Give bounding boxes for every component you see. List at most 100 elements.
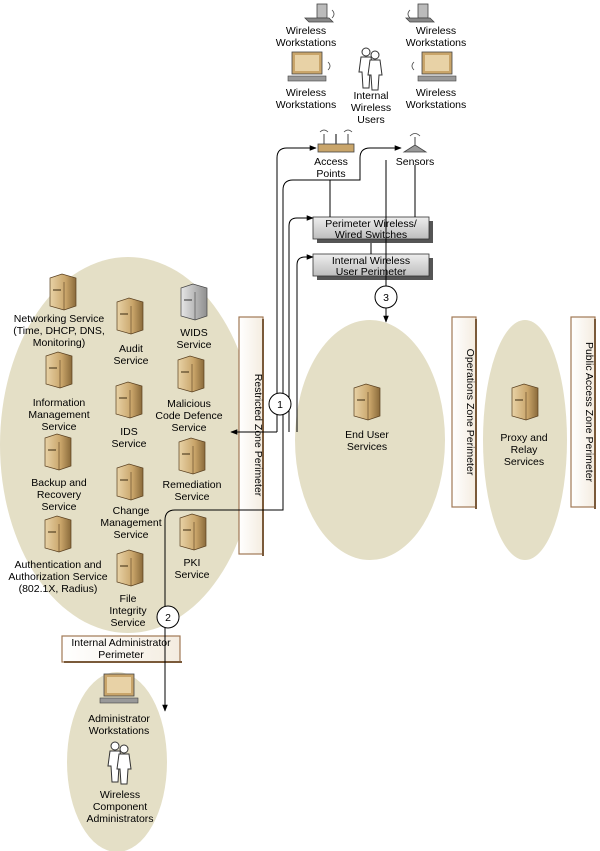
component-admins-3: Administrators [86, 813, 153, 825]
connection-lines [162, 134, 416, 712]
wireless-ws-ml-1: Wireless [286, 87, 326, 99]
wireless-ws-tr-2: Workstations [406, 37, 467, 49]
wids-1: WIDS [180, 327, 207, 339]
authn-2: Authorization Service [8, 571, 107, 583]
server-icon-authn [44, 515, 72, 553]
server-icon-remediation [178, 437, 206, 475]
server-icon-networking [49, 273, 77, 311]
proxy-relay-2: Relay [511, 444, 539, 456]
authn-1: Authentication and [15, 559, 102, 571]
networking-3: Monitoring) [33, 337, 86, 349]
authn-3: (802.1X, Radius) [19, 583, 98, 595]
server-icon-file-integrity [116, 549, 144, 587]
admin-workstations-2: Workstations [89, 725, 150, 737]
change-3: Service [113, 529, 148, 541]
restricted-zone-label: Restricted Zone Perimeter [252, 374, 264, 497]
malicious-2: Code Defence [155, 410, 222, 422]
file-integrity-1: File [120, 593, 137, 605]
admin-workstation-icon [99, 673, 139, 704]
laptop-icon-top-left [304, 3, 335, 23]
server-icon-pki [179, 513, 207, 551]
wids-2: Service [176, 339, 211, 351]
internal-user-perimeter-label-1: Internal Wireless [332, 255, 410, 267]
wireless-ws-tl-1: Wireless [286, 25, 326, 37]
server-icon-change [116, 463, 144, 501]
sensor-icon [402, 133, 428, 153]
wireless-ws-tr-1: Wireless [416, 25, 456, 37]
proxy-zone-area [483, 320, 567, 560]
users-icon-admins [107, 741, 132, 785]
pki-2: Service [174, 569, 209, 581]
operations-zone-label: Operations Zone Perimeter [464, 349, 476, 476]
marker-1: 1 [268, 392, 292, 416]
users-icon-internal [358, 47, 383, 91]
component-admins-1: Wireless [100, 789, 140, 801]
audit-1: Audit [119, 343, 143, 355]
perimeter-switches-box: Perimeter Wireless/ Wired Switches [312, 216, 433, 243]
backup-1: Backup and [31, 477, 87, 489]
sensors-label: Sensors [396, 156, 435, 168]
internal-user-perimeter-box: Internal Wireless User Perimeter [312, 253, 433, 280]
internal-admin-perimeter-label-1: Internal Administrator [71, 637, 171, 649]
server-icon-wids [180, 283, 208, 321]
end-user-services-1: End User [345, 429, 389, 441]
access-point-icon [317, 129, 355, 153]
access-points-2: Points [316, 168, 345, 180]
file-integrity-3: Service [110, 617, 145, 629]
change-1: Change [113, 505, 150, 517]
ids-2: Service [111, 438, 146, 450]
desktop-icon-middle-left [287, 51, 331, 82]
internal-admin-perimeter-label-2: Perimeter [98, 649, 144, 661]
admin-workstations-1: Administrator [88, 713, 150, 725]
server-icon-ids [115, 381, 143, 419]
malicious-1: Malicious [167, 398, 211, 410]
perimeter-switches-label-2: Wired Switches [335, 229, 407, 241]
marker-3: 3 [374, 285, 398, 309]
wireless-ws-ml-2: Workstations [276, 99, 337, 111]
laptop-icon-top-right [405, 3, 435, 23]
proxy-relay-3: Services [504, 456, 544, 468]
networking-1: Networking Service [14, 313, 105, 325]
internal-users-1: Internal [353, 90, 388, 102]
remediation-1: Remediation [163, 479, 222, 491]
ids-1: IDS [120, 426, 138, 438]
end-user-zone-area [295, 320, 445, 560]
internal-user-perimeter-label-2: User Perimeter [336, 266, 407, 278]
perimeter-switches-label-1: Perimeter Wireless/ [325, 218, 417, 230]
desktop-icon-middle-right [411, 51, 457, 82]
public-access-zone-label: Public Access Zone Perimeter [583, 342, 595, 483]
end-user-services-2: Services [347, 441, 387, 453]
server-icon-proxy [511, 383, 539, 421]
backup-2: Recovery [37, 489, 82, 501]
change-2: Management [100, 517, 161, 529]
public-access-zone-perimeter: Public Access Zone Perimeter [570, 316, 596, 509]
wireless-ws-mr-2: Workstations [406, 99, 467, 111]
operations-zone-perimeter: Operations Zone Perimeter [451, 316, 477, 509]
wireless-ws-mr-1: Wireless [416, 87, 456, 99]
svg-text:2: 2 [165, 612, 171, 624]
marker-2: 2 [156, 605, 180, 629]
server-icon-backup [44, 433, 72, 471]
networking-2: (Time, DHCP, DNS, [13, 325, 105, 337]
server-icon-info-mgmt [45, 351, 73, 389]
server-icon-audit [116, 297, 144, 335]
malicious-3: Service [171, 422, 206, 434]
svg-text:3: 3 [383, 292, 389, 304]
server-icon-end-user [353, 383, 381, 421]
server-icon-malicious [177, 355, 205, 393]
restricted-zone-perimeter: Restricted Zone Perimeter [238, 316, 264, 556]
remediation-2: Service [174, 491, 209, 503]
audit-2: Service [113, 355, 148, 367]
component-admins-2: Component [93, 801, 147, 813]
svg-text:1: 1 [277, 399, 283, 411]
internal-users-2: Wireless [351, 102, 391, 114]
info-mgmt-2: Management [28, 409, 89, 421]
info-mgmt-1: Information [33, 397, 86, 409]
backup-3: Service [41, 501, 76, 513]
file-integrity-2: Integrity [109, 605, 147, 617]
wireless-ws-tl-2: Workstations [276, 37, 337, 49]
info-mgmt-3: Service [41, 421, 76, 433]
access-points-1: Access [314, 156, 348, 168]
internal-users-3: Users [357, 114, 384, 126]
